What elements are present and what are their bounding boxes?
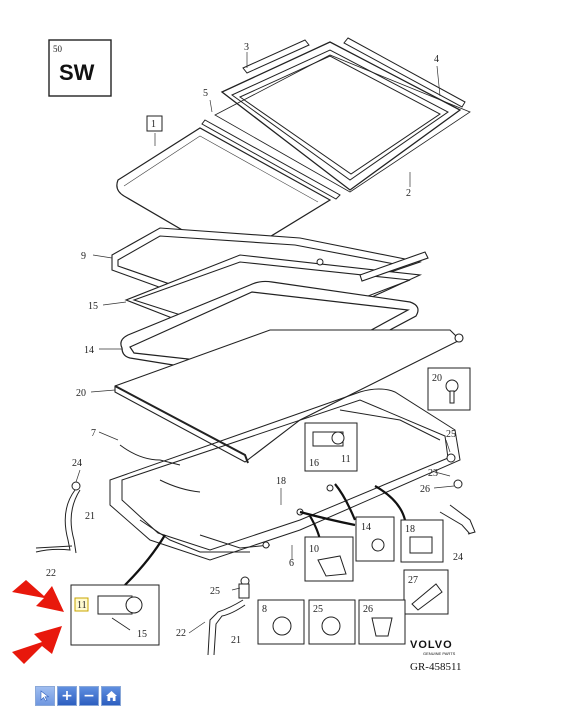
detail-box-20: 20 (427, 367, 471, 411)
callout-21a: 21 (85, 511, 95, 522)
callout-1: 1 (151, 119, 156, 130)
box-15-label: 15 (137, 629, 147, 640)
detail-box-25: 25 (308, 599, 356, 645)
box-11-label: 11 (341, 454, 351, 465)
callout-22b: 22 (176, 628, 186, 639)
variant-box: 50 SW (48, 39, 112, 97)
callout-21b: 21 (231, 635, 241, 646)
callout-7: 7 (91, 428, 96, 439)
box-10-label: 10 (309, 544, 319, 555)
callout-12: 14 (84, 345, 94, 356)
detail-box-14: 14 (355, 516, 395, 562)
callout-25c: 25 (210, 586, 220, 597)
box-20-label: 20 (432, 373, 442, 384)
box-18-label: 18 (405, 524, 415, 535)
detail-box-motor-left: 11 15 (70, 584, 160, 646)
detail-box-18: 18 (400, 519, 444, 563)
plus-icon: + (61, 688, 73, 704)
red-arrows (12, 580, 64, 664)
detail-box-8: 8 (257, 599, 305, 645)
detail-box-motor: 16 11 (304, 422, 358, 472)
callout-3: 3 (244, 42, 249, 53)
drawing-reference: GR-458511 (410, 661, 462, 673)
detail-box-10: 10 (304, 536, 354, 582)
callout-5: 5 (203, 88, 208, 99)
fittings (71, 258, 463, 599)
callout-labels: 3 4 5 2 9 15 14 20 7 24 21 22 18 6 25 23… (46, 42, 463, 646)
home-icon (105, 691, 117, 701)
callout-17: 18 (276, 476, 286, 487)
callout-22a: 22 (46, 568, 56, 579)
callout-26a: 26 (420, 484, 430, 495)
leader-lines (75, 52, 455, 634)
brand-sub: GENUINE PARTS (423, 651, 456, 656)
box-14-label: 14 (361, 522, 371, 533)
drain-tubes (35, 444, 476, 656)
box-11b-label: 11 (77, 600, 87, 611)
box-label-1: 1 (146, 115, 163, 132)
minus-icon: − (83, 688, 95, 704)
callout-23: 23 (428, 468, 438, 479)
sunroof-base-frame (109, 388, 461, 561)
pointer-tool-button[interactable] (35, 686, 55, 706)
page-number: 50 (53, 44, 63, 54)
callout-9: 9 (81, 251, 86, 262)
home-button[interactable] (101, 686, 121, 706)
box-25-label: 25 (313, 604, 323, 615)
box-16-label: 16 (309, 458, 319, 469)
callout-2: 2 (406, 188, 411, 199)
callout-6: 6 (289, 558, 294, 569)
variant-label: SW (59, 60, 95, 85)
volvo-brand: VOLVO GENUINE PARTS GR-458511 (410, 639, 462, 673)
box-27-label: 27 (408, 575, 418, 586)
zoom-in-button[interactable]: + (57, 686, 77, 706)
callout-13: 15 (88, 301, 98, 312)
box-8-label: 8 (262, 604, 267, 615)
brand-name: VOLVO (410, 639, 453, 651)
viewer-toolbar: + − (35, 686, 121, 706)
detail-box-27: 27 (403, 569, 449, 615)
callout-24: 24 (453, 552, 463, 563)
callout-25a: 24 (72, 458, 82, 469)
zoom-out-button[interactable]: − (79, 686, 99, 706)
sunshade-blind (114, 329, 464, 464)
box-26-label: 26 (363, 604, 373, 615)
callout-4: 4 (434, 54, 439, 65)
sunroof-frame-top (201, 37, 471, 200)
callout-25b: 25 (446, 429, 456, 440)
callout-19: 20 (76, 388, 86, 399)
pointer-icon (40, 690, 50, 702)
detail-box-26: 26 (358, 599, 406, 645)
